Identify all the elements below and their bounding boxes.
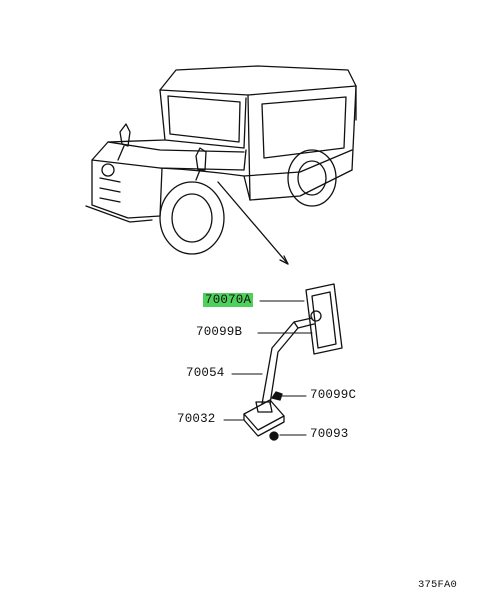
callout-70093[interactable]: 70093: [310, 427, 349, 441]
bracket-nut-drawing: [269, 431, 279, 441]
callout-70099C[interactable]: 70099C: [310, 388, 357, 402]
mirror-stay-drawing: [261, 317, 315, 405]
callout-70070A[interactable]: 70070A: [203, 293, 254, 307]
leader-lines: [223, 300, 313, 436]
callout-70099B[interactable]: 70099B: [196, 325, 243, 339]
callout-70032[interactable]: 70032: [177, 412, 216, 426]
mirror-head-drawing: [305, 283, 343, 355]
stay-screw-drawing: [271, 391, 283, 401]
diagram-code: 375FA0: [418, 579, 458, 591]
callout-70054[interactable]: 70054: [186, 366, 225, 380]
stay-bracket-drawing: [243, 399, 285, 437]
pointer-arrow: [217, 181, 289, 265]
vehicle-illustration: [85, 65, 357, 255]
